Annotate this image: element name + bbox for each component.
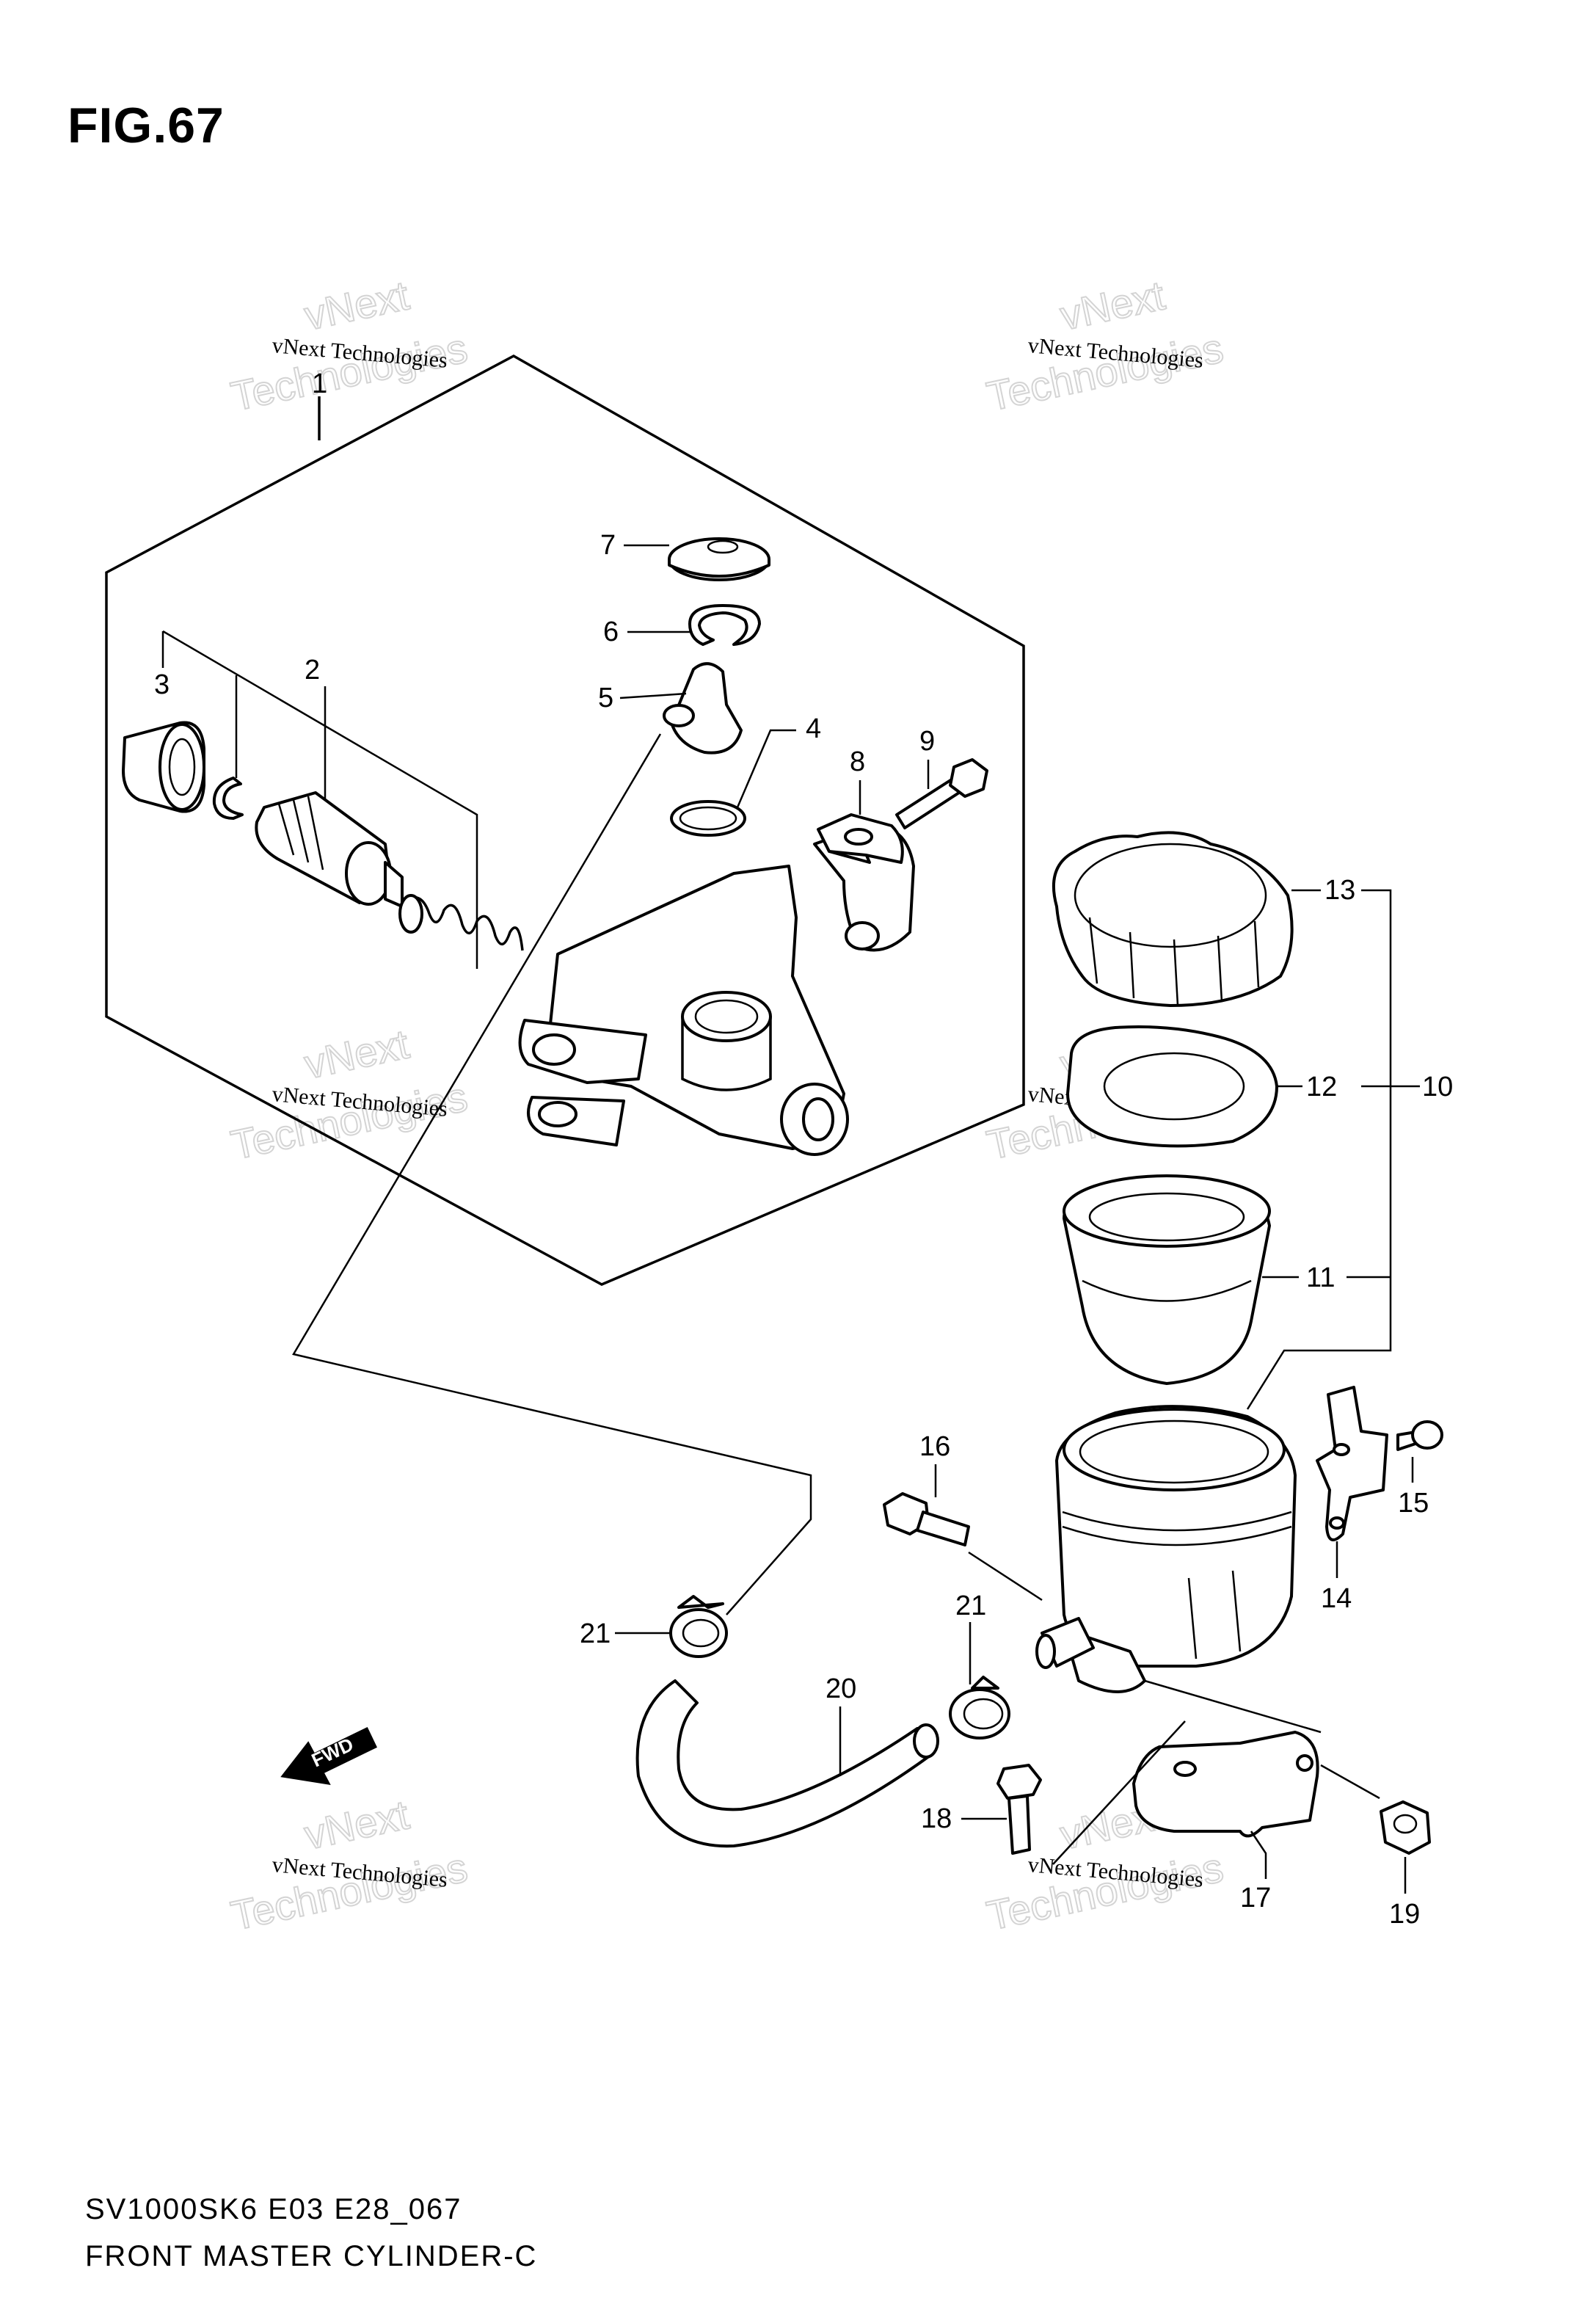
part-4-o-ring [670,800,746,837]
leader-17-to-reservoir [1144,1679,1322,1734]
part-11-diaphragm [1063,1174,1271,1385]
svg-text:Technologies: Technologies [983,324,1227,420]
part-13-reservoir-cap [1052,831,1294,1007]
callout-11: 11 [1306,1262,1335,1293]
part-10-reservoir [1035,1405,1297,1693]
part-6-circlip [688,604,761,646]
model-code: SV1000SK6 E03 E28_067 [85,2193,462,2225]
part-14-bracket [1316,1386,1388,1541]
leader-17-to-18 [1052,1720,1186,1865]
callout-17: 17 [1240,1883,1271,1913]
callout-20: 20 [826,1673,856,1704]
callout-13: 13 [1324,875,1355,906]
svg-text:Technologies: Technologies [227,324,471,420]
leader-19-stay [1320,1764,1380,1800]
callout-14: 14 [1321,1583,1352,1614]
watermark-middle-left: vNext Technologies vNext Technologies [226,1019,472,1168]
callout-15: 15 [1398,1488,1429,1519]
callout-21-right: 21 [955,1591,986,1621]
svg-text:vNext: vNext [300,1020,413,1087]
part-3-piston-cup [122,721,205,813]
watermark-top-right: vNext Technologies vNext Technologies [982,271,1228,420]
svg-text:Technologies: Technologies [227,1073,471,1168]
assembly-outline-1 [105,355,1025,1286]
callout-18: 18 [921,1803,952,1834]
leader-4 [736,729,796,808]
leader-16-reservoir [968,1551,1043,1602]
part-2-piston [255,791,404,908]
leader-17 [1250,1831,1267,1879]
part-12-plate [1066,1025,1278,1148]
svg-text:Technologies: Technologies [227,1844,471,1939]
part-spring [398,894,524,951]
callout-2: 2 [305,655,320,686]
part-15-screw [1396,1420,1443,1451]
callout-3: 3 [154,669,170,700]
callout-21-left: 21 [580,1618,611,1649]
fwd-direction-arrow: FWD [280,1726,377,1785]
svg-text:vNext: vNext [1056,272,1169,338]
callout-4: 4 [806,713,821,744]
callout-10: 10 [1422,1072,1453,1102]
callout-8: 8 [850,746,865,777]
callout-5: 5 [598,683,613,713]
svg-text:vNext: vNext [300,1791,413,1858]
callout-1: 1 [312,368,327,399]
part-18-bolt [996,1764,1042,1855]
part-9-bolt [895,758,988,829]
callout-16: 16 [919,1431,950,1462]
bracket-10 [1246,889,1392,1410]
part-5-connector [663,662,743,755]
hose-route-line [292,733,812,1615]
part-21-clip-right [949,1676,1010,1740]
part-21-clip-left [669,1595,728,1658]
watermark-bottom-left: vNext Technologies vNext Technologies [226,1790,472,1939]
svg-text:Technologies: Technologies [983,1844,1227,1939]
part-8-clamp [817,813,904,864]
part-circlip [212,777,244,820]
part-20-hose [635,1679,939,1848]
callout-12: 12 [1306,1072,1337,1102]
figure-title: FIG.67 [68,98,225,153]
callout-6: 6 [603,617,619,647]
part-19-nut [1380,1800,1431,1855]
piston-kit-bracket [162,630,478,969]
part-7-cap [668,537,770,581]
callout-9: 9 [919,726,935,757]
part-17-stay [1132,1731,1319,1838]
callout-7: 7 [600,530,616,561]
svg-text:vNext: vNext [300,272,413,338]
part-16-bolt [883,1492,970,1546]
callout-19: 19 [1389,1899,1420,1930]
leader-5 [619,692,687,699]
master-cylinder-body [518,824,915,1156]
diagram-name: FRONT MASTER CYLINDER-C [85,2240,538,2272]
